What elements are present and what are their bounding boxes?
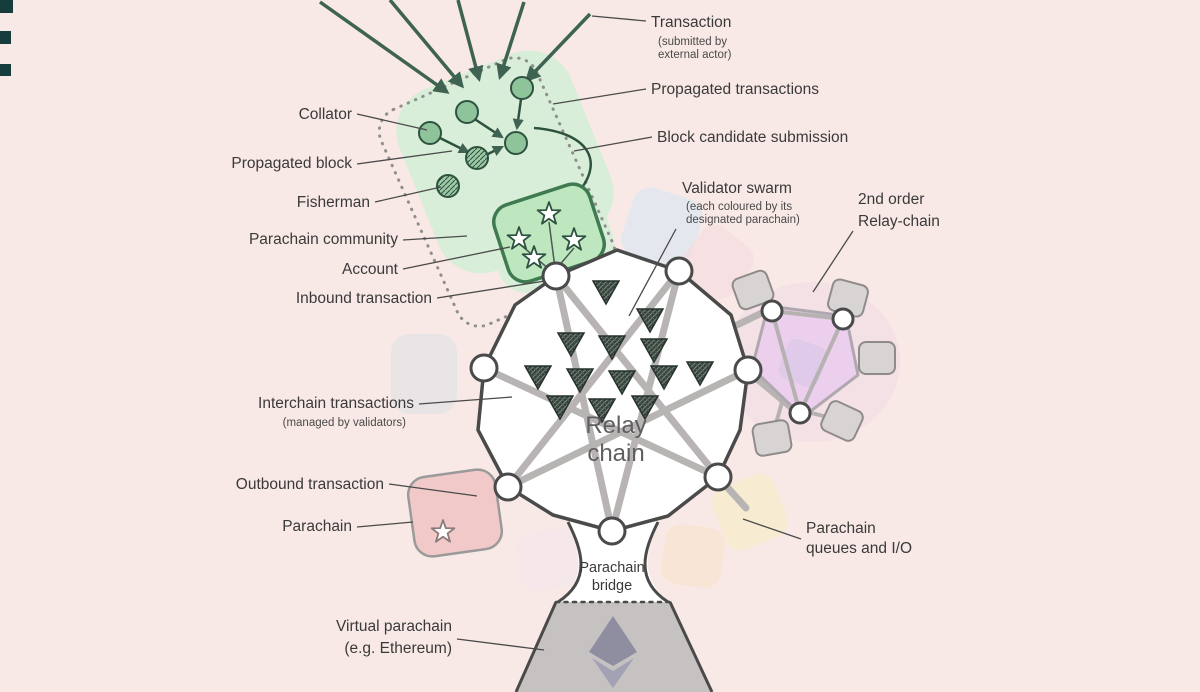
collator-node [510,76,534,100]
parachain-square [406,468,504,558]
labels: Transaction (submitted by external actor… [231,14,940,657]
relay-node-circle [493,472,523,502]
parachain-slot-square [731,269,775,311]
relay-node-circle [788,401,812,425]
label-outbound-transaction: Outbound transaction [236,476,384,493]
label-interchain-transactions-sub: (managed by validators) [283,417,407,429]
parachain-slot-square [751,419,793,457]
label-transaction-sub2: external actor) [658,49,732,61]
label-parachain-queues-line2: queues and I/O [806,540,912,557]
label-inbound-transaction: Inbound transaction [296,290,432,307]
label-propagated-transactions: Propagated transactions [651,81,819,98]
second-order-relay-chain [731,269,896,457]
relay-node-circle [664,256,694,286]
label-transaction-sub1: (submitted by [658,36,727,48]
label-block-candidate-submission: Block candidate submission [657,129,848,146]
label-parachain-bridge-line2: bridge [592,578,632,594]
relay-node-circle [760,299,784,323]
label-validator-swarm: Validator swarm [682,180,792,197]
label-parachain-bridge-line1: Parachain [579,560,644,576]
relay-node-circle [541,261,571,291]
label-second-order-line1: 2nd order [858,191,924,208]
relay-node-circle [597,516,627,546]
relay-chain-polygon-group: Relay chain [469,248,763,604]
label-virtual-parachain-line2: (e.g. Ethereum) [344,640,452,657]
label-validator-swarm-sub1: (each coloured by its [686,201,792,213]
parachain-bridge-funnel [514,515,714,692]
label-interchain-transactions: Interchain transactions [258,395,414,412]
interchain-transaction-routes [480,267,752,535]
label-account: Account [342,261,399,278]
collator-node [455,100,479,124]
ethereum-icon [589,616,637,688]
relay-node-circle [469,353,499,383]
parachain-slot-square [820,400,864,442]
relay-node-circle [831,307,855,331]
relay-validator-nodes [469,256,763,546]
label-virtual-parachain-line1: Virtual parachain [336,618,452,635]
label-parachain-community: Parachain community [249,231,398,248]
label-transaction: Transaction [651,14,731,31]
parachain-slot-square [858,341,896,375]
edge-marker-squares [0,0,13,76]
fisherman-node [436,174,460,198]
label-parachain-queues-line1: Parachain [806,520,876,537]
label-propagated-block: Propagated block [231,155,352,172]
label-connectors [356,15,854,651]
incoming-transaction-arrows [318,0,592,94]
label-collator: Collator [299,106,352,123]
label-fisherman: Fisherman [297,194,370,211]
label-second-order-line2: Relay-chain [858,213,940,230]
relay-node-circle [733,355,763,385]
label-validator-swarm-sub2: designated parachain) [686,214,800,226]
relay-node-circle [703,462,733,492]
collator-node [418,121,442,145]
propagated-block-node [465,146,489,170]
collator-node [504,131,528,155]
label-parachain: Parachain [282,518,352,535]
relay-chain-title-line1: Relay [585,412,646,439]
relay-chain-title-line2: chain [587,440,644,467]
